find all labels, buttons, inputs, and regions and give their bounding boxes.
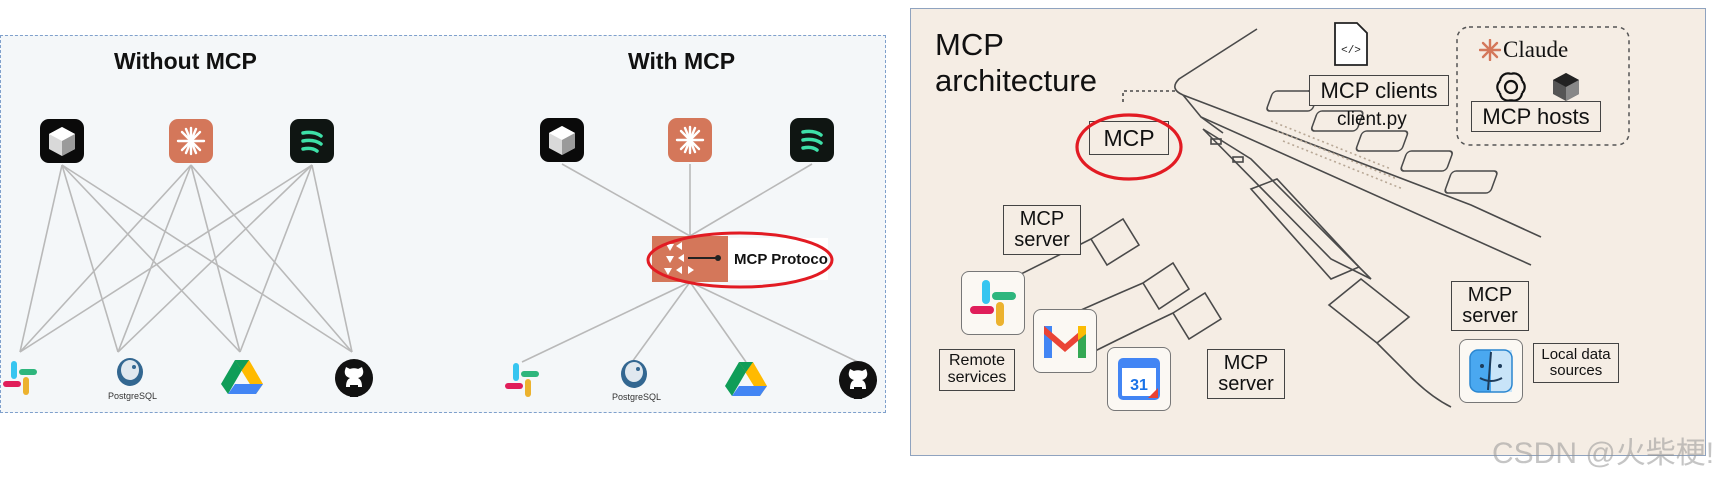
slack-icon — [0, 358, 40, 398]
architecture-title-line1: MCP — [935, 27, 1004, 62]
architecture-panel: </> MCP architecture Claude MCP hosts MC… — [910, 8, 1706, 456]
mcp-hosts-box: MCP hosts — [1471, 101, 1601, 133]
mcp-server-box-1: MCP server — [1003, 205, 1081, 255]
google-drive-icon — [724, 358, 768, 398]
google-drive-icon — [220, 356, 264, 396]
wave-app-icon — [790, 118, 834, 162]
mcp-server-box-2: MCP server — [1451, 281, 1529, 331]
google-calendar-icon: 31 — [1107, 347, 1171, 411]
github-icon — [838, 360, 878, 400]
postgresql-icon — [614, 358, 654, 394]
slack-icon — [961, 271, 1025, 335]
mcp-protocol-label: MCP Protoco — [734, 251, 828, 268]
calendar-day: 31 — [1130, 377, 1148, 394]
finder-icon — [1459, 339, 1523, 403]
connection-lines — [19, 163, 859, 363]
claude-icon — [169, 119, 213, 163]
claude-sparkle-icon — [1478, 38, 1502, 62]
local-data-sources-box: Local data sources — [1533, 343, 1619, 383]
gmail-icon — [1033, 309, 1097, 373]
without-mcp-title: Without MCP — [114, 48, 257, 74]
postgresql-label: PostgreSQL — [108, 391, 158, 401]
csdn-watermark: CSDN @火柴梗! — [1492, 437, 1715, 470]
mcp-clients-box: MCP clients — [1309, 75, 1449, 107]
client-file-label: client.py — [1337, 109, 1407, 130]
wave-app-icon — [290, 119, 334, 163]
remote-services-box: Remote services — [939, 349, 1015, 391]
svg-text:</>: </> — [1341, 45, 1361, 57]
laptop-cables-illustration: </> — [1006, 22, 1630, 408]
claude-label: Claude — [1503, 37, 1569, 62]
github-icon — [334, 358, 374, 398]
highlight-ellipse — [1075, 113, 1183, 181]
mcp-box: MCP — [1089, 121, 1169, 156]
cube-app-icon — [540, 118, 584, 162]
postgresql-label: PostgreSQL — [612, 392, 662, 402]
claude-icon — [668, 118, 712, 162]
slack-icon — [502, 360, 542, 400]
openai-icon — [1495, 71, 1527, 103]
mcp-protocol-label-bg — [728, 238, 828, 280]
postgresql-icon — [110, 356, 150, 392]
cube-app-icon — [1551, 71, 1581, 103]
with-mcp-title: With MCP — [628, 48, 736, 74]
cube-app-icon — [40, 119, 84, 163]
architecture-title-line2: architecture — [935, 63, 1097, 98]
highlight-ellipse — [646, 231, 834, 289]
mcp-server-box-3: MCP server — [1207, 349, 1285, 399]
